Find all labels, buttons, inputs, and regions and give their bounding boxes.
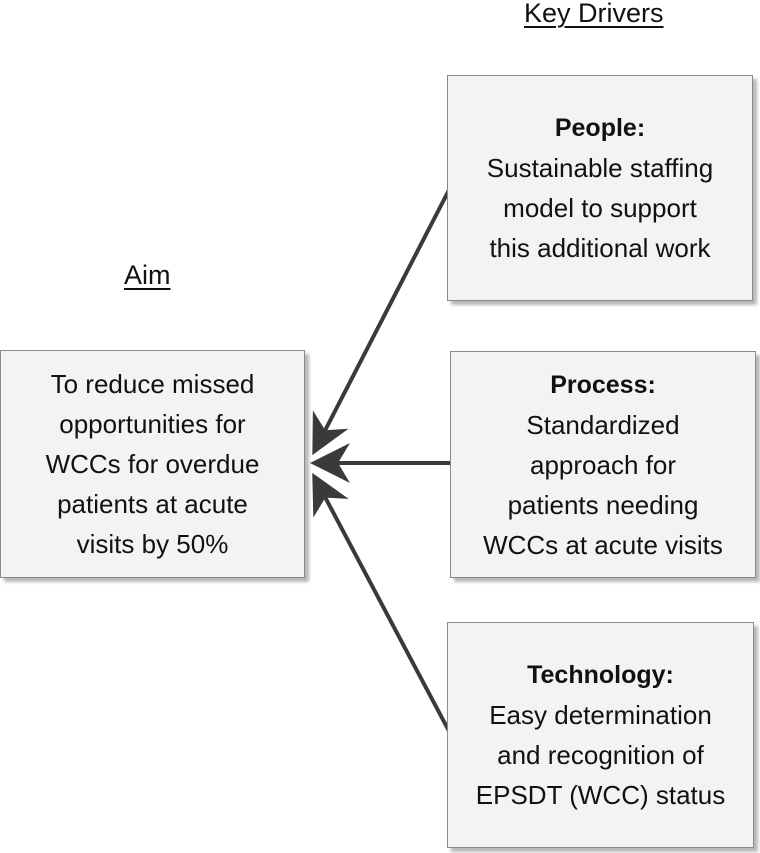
- driver-box-technology: Technology: Easy determination and recog…: [447, 622, 754, 848]
- driver-title: Technology:: [527, 661, 674, 689]
- driver-text-line: Standardized: [526, 409, 680, 440]
- aim-text-line: visits by 50%: [76, 529, 229, 559]
- driver-text-line: this additional work: [489, 233, 711, 263]
- aim-box: To reduce missed opportunities for WCCs …: [0, 350, 305, 578]
- driver-text-line: and recognition of: [497, 740, 704, 770]
- arrow-people-to-aim: [312, 187, 452, 456]
- aim-text-line: opportunities for: [59, 409, 246, 439]
- driver-title: People:: [554, 114, 646, 142]
- driver-text-line: Sustainable staffing: [486, 153, 714, 183]
- driver-text-line: model to support: [503, 193, 697, 223]
- driver-text-line: approach for: [530, 449, 676, 480]
- aim-text-line: patients at acute: [57, 489, 248, 519]
- driver-text-line: WCCs at acute visits: [483, 529, 723, 560]
- aim-text-line: WCCs for overdue: [45, 449, 260, 479]
- key-drivers-heading: Key Drivers: [524, 0, 664, 28]
- driver-title: Process:: [550, 370, 656, 399]
- driver-box-process: Process: Standardized approach for patie…: [450, 351, 756, 578]
- aim-text-line: To reduce missed: [50, 369, 255, 399]
- arrow-technology-to-aim: [312, 472, 452, 734]
- driver-box-people: People: Sustainable staffing model to su…: [447, 75, 753, 301]
- driver-text-line: Easy determination: [489, 700, 712, 730]
- aim-heading: Aim: [124, 260, 171, 290]
- driver-text-line: patients needing: [507, 489, 699, 520]
- driver-text-line: EPSDT (WCC) status: [475, 780, 726, 810]
